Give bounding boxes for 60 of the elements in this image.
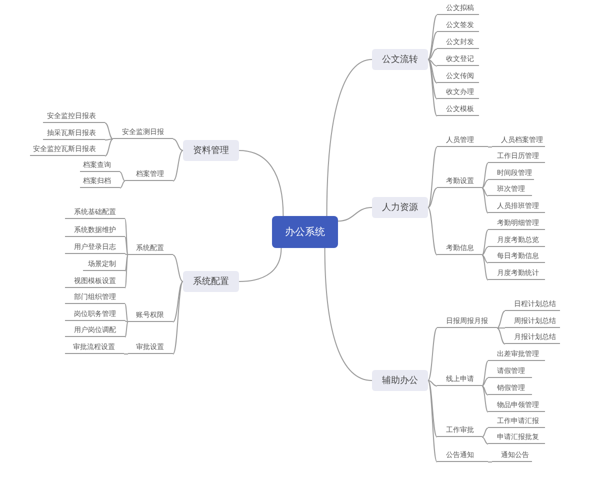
branch-line <box>324 248 372 381</box>
branch-line <box>172 150 184 182</box>
topic-box: 公文流转 <box>372 49 428 70</box>
branch-line <box>428 32 438 60</box>
branch-line <box>124 320 128 322</box>
branch-line <box>124 254 128 272</box>
branch-line <box>482 378 488 386</box>
branch-line <box>124 304 128 322</box>
branch-line <box>238 150 284 216</box>
branch-line <box>326 59 372 216</box>
branch-line <box>482 254 488 264</box>
branch-line <box>428 188 438 208</box>
branch-line <box>124 236 128 256</box>
branch-line <box>338 207 372 222</box>
branch-line <box>482 188 488 214</box>
branch-line <box>482 436 488 444</box>
branch-line <box>172 281 184 354</box>
branch-line <box>496 328 506 344</box>
branch-line <box>172 138 184 151</box>
topic-box: 系统配置 <box>183 271 239 292</box>
branch-line <box>104 138 114 156</box>
branch-line <box>428 380 438 462</box>
branch-line <box>482 180 488 188</box>
branch-line <box>428 328 438 381</box>
branch-line <box>482 386 488 412</box>
topic-box: 人力资源 <box>372 197 428 218</box>
branch-line <box>428 59 438 84</box>
branch-line <box>120 180 126 188</box>
branch-line <box>482 230 488 256</box>
branch-line <box>104 122 114 140</box>
topic-box: 资料管理 <box>183 140 239 161</box>
branch-line <box>428 59 438 116</box>
branch-line <box>428 48 438 60</box>
branch-line <box>482 428 488 438</box>
branch-line <box>124 218 128 256</box>
branch-line <box>482 246 488 256</box>
branch-line <box>124 322 128 338</box>
branch-line <box>428 59 438 100</box>
branch-line <box>172 254 184 282</box>
branch-line <box>496 310 506 328</box>
branch-line <box>428 380 438 438</box>
branch-line <box>482 360 488 386</box>
branch-line <box>482 162 488 188</box>
branch-line <box>104 138 114 140</box>
branch-line <box>124 254 128 288</box>
central-topic-box: 办公系统 <box>272 216 338 248</box>
branch-line <box>120 172 126 182</box>
branch-line <box>482 188 488 196</box>
branch-line <box>428 59 438 66</box>
branch-line <box>482 254 488 280</box>
branch-line <box>488 146 492 148</box>
branch-line <box>482 386 488 396</box>
branch-line <box>428 380 438 386</box>
branch-line <box>428 14 438 60</box>
branch-line <box>428 207 438 256</box>
branch-line <box>428 146 438 208</box>
branch-line <box>172 281 184 322</box>
branch-line <box>238 248 282 282</box>
topic-box: 辅助办公 <box>372 370 428 391</box>
branch-line <box>124 254 128 256</box>
